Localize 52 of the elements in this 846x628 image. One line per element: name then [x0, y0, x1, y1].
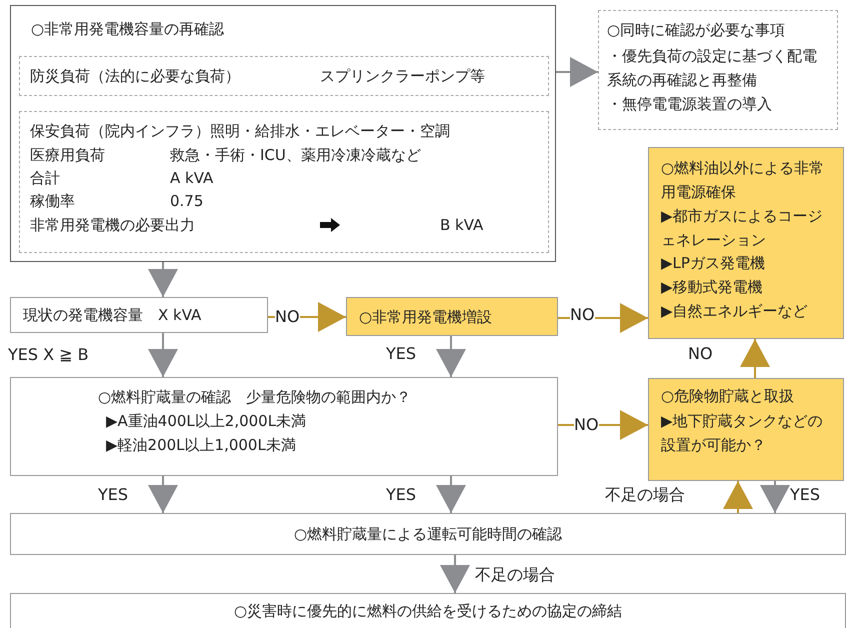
body-text: ▶A重油400L以上2,000L未満: [106, 411, 306, 432]
body-text: ▶軽油200L以上1,000L未満: [106, 435, 296, 456]
body-text: スプリンクラーポンプ等: [320, 66, 485, 87]
body-text: ○非常用発電機容量の再確認: [31, 19, 224, 40]
body-text: ・優先負荷の設定に基づく配電系統の再確認と再整備: [607, 46, 818, 91]
body-text: 稼働率: [30, 191, 75, 212]
body-text: A kVA: [170, 168, 214, 189]
body-text: ▶自然エネルギーなど: [661, 301, 808, 322]
body-text: ▶LPガス発電機: [661, 253, 765, 274]
body-text: 0.75: [170, 191, 204, 212]
body-text: ▶移動式発電機: [661, 277, 763, 298]
edge-label: 不足の場合: [475, 565, 555, 585]
edge-label: 不足の場合: [605, 485, 685, 505]
body-text: B kVA: [440, 215, 484, 236]
heading-text: ○燃料油以外による非常用電源確保: [661, 158, 826, 203]
note-box: [598, 10, 838, 130]
process-box: [346, 297, 558, 336]
load-box: [19, 111, 549, 253]
body-text: 合計: [30, 168, 60, 189]
arrow: [760, 481, 790, 513]
arrow: [440, 555, 470, 593]
arrow: [556, 57, 598, 87]
arrow: [148, 262, 178, 297]
body-text: ○災害時に優先的に燃料の供給を受けるための協定の締結: [232, 601, 624, 622]
load-box: [19, 56, 549, 96]
body-text: ・無停電電源装置の導入: [607, 94, 772, 115]
process-box: [10, 513, 846, 555]
body-text: ○燃料貯蔵量による運転可能時間の確認: [292, 524, 564, 545]
heading-text: ○燃料貯蔵量の確認 少量危険物の範囲内か？: [98, 387, 412, 408]
decision-box: [10, 377, 558, 476]
body-text: 保安負荷（院内インフラ）照明・給排水・エレベーター・空調: [30, 121, 450, 142]
body-text: 現状の発電機容量 X kVA: [23, 305, 202, 326]
process-box: [10, 593, 846, 628]
body-text: 救急・手術・ICU、薬用冷凍冷蔵など: [170, 145, 421, 166]
decision-box: [648, 378, 844, 481]
heading-text: ○危険物貯蔵と取扱: [661, 386, 794, 407]
body-text: 非常用発電機の必要出力: [30, 215, 195, 236]
body-text: 防災負荷（法的に必要な負荷）: [30, 66, 240, 87]
process-box: [10, 5, 556, 262]
body-text: ○非常用発電機増設: [359, 307, 492, 328]
body-text: 医療用負荷: [30, 145, 105, 166]
body-text: ▶地下貯蔵タンクなどの設置が可能か？: [661, 411, 824, 456]
process-box: [648, 147, 844, 339]
arrow: [723, 481, 753, 513]
arrow: [436, 336, 466, 377]
arrow: [148, 476, 178, 513]
body-text: ▶都市ガスによるコージェネレーション: [661, 206, 824, 251]
process-box: [10, 297, 268, 333]
heading-text: ○同時に確認が必要な事項: [607, 20, 786, 41]
arrow: [436, 476, 466, 513]
arrow: [148, 333, 178, 377]
arrow: [740, 339, 770, 378]
